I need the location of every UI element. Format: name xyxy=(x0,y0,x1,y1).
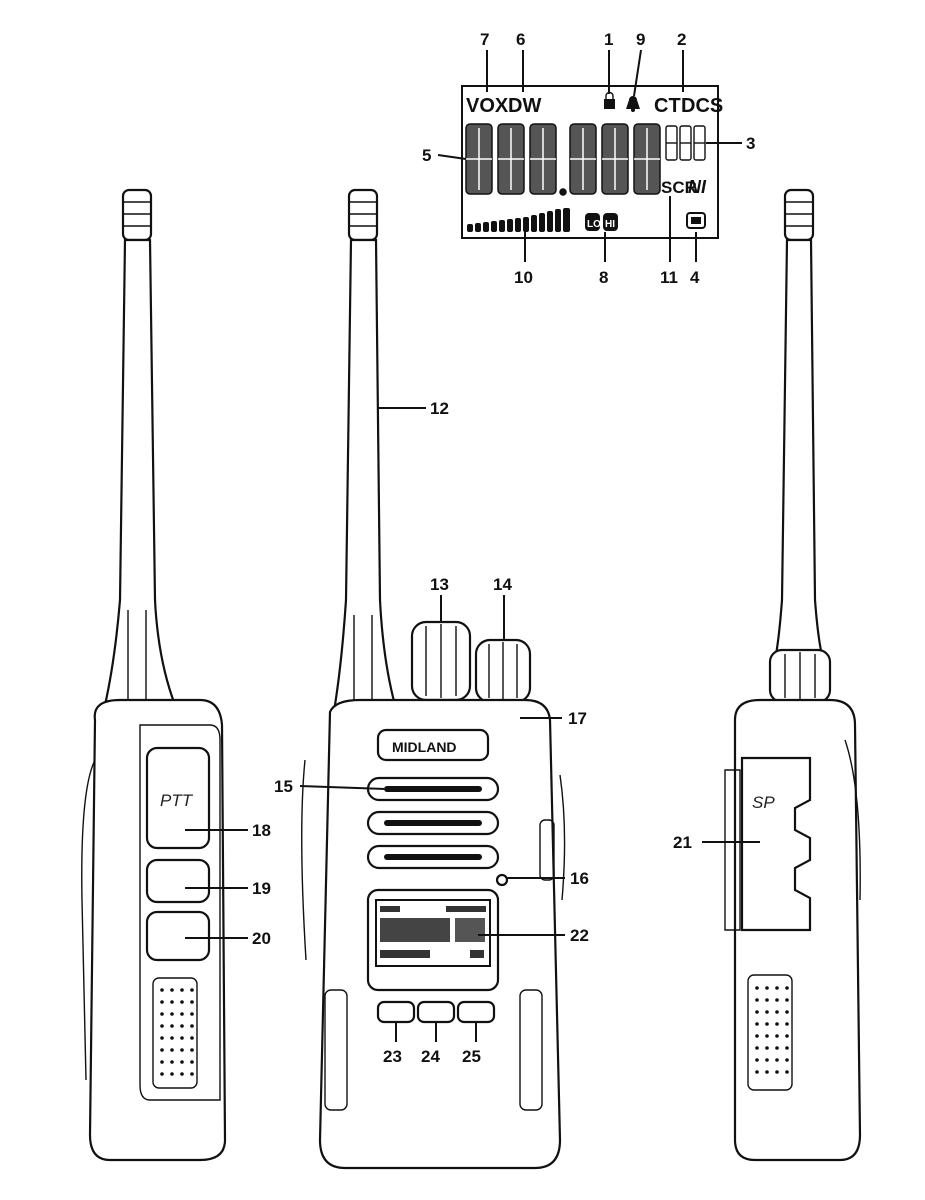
callout-10: 10 xyxy=(514,268,533,287)
lcd-power-level: LO HI xyxy=(585,213,618,231)
svg-text:HI: HI xyxy=(605,219,615,230)
left-speaker-grille xyxy=(160,988,194,1076)
callout-20: 20 xyxy=(252,929,271,948)
callout-15: 15 xyxy=(274,777,293,796)
left-callout-lines xyxy=(185,829,248,939)
brand-logo: MIDLAND xyxy=(392,739,457,755)
front-buttons xyxy=(376,1000,496,1024)
side-button-20 xyxy=(145,910,211,962)
battery-icon xyxy=(686,212,706,229)
lcd-dcs-label: DCS xyxy=(681,95,723,117)
callout-13: 13 xyxy=(430,575,449,594)
lcd-detail: VOX DW CT DCS xyxy=(422,30,755,287)
lcd-dw-label: DW xyxy=(508,95,541,117)
callout-14: 14 xyxy=(493,575,512,594)
front-button-25 xyxy=(456,1000,496,1024)
callout-23: 23 xyxy=(383,1047,402,1066)
lcd-ni-label: NI xyxy=(688,177,707,197)
ptt-button xyxy=(145,746,211,850)
front-lcd xyxy=(375,899,491,967)
front-button-23 xyxy=(376,1000,416,1024)
callout-8: 8 xyxy=(599,268,608,287)
callout-4: 4 xyxy=(690,268,700,287)
brand-plate xyxy=(376,728,490,762)
bell-icon xyxy=(626,96,640,112)
left-antenna xyxy=(103,188,177,707)
front-callout-lines xyxy=(299,407,565,1042)
front-radio-body: MIDLAND xyxy=(301,698,566,1170)
callout-1: 1 xyxy=(604,30,613,49)
callout-2: 2 xyxy=(677,30,686,49)
lcd-callout-lines xyxy=(437,49,742,262)
callout-5: 5 xyxy=(422,146,431,165)
front-view: MIDLAND xyxy=(274,188,589,1170)
front-knobs xyxy=(410,620,532,704)
sp-label: SP xyxy=(752,793,775,812)
right-speaker-grille xyxy=(755,986,789,1074)
callout-7: 7 xyxy=(480,30,489,49)
lcd-scr-label: SCR xyxy=(661,178,697,197)
callout-3: 3 xyxy=(746,134,755,153)
left-radio-body: PTT xyxy=(81,698,227,1162)
right-radio-body: SP xyxy=(724,698,862,1162)
callout-16: 16 xyxy=(570,869,589,888)
callout-17: 17 xyxy=(568,709,587,728)
speaker-slots xyxy=(366,776,500,870)
sp-panel xyxy=(740,756,812,932)
callout-11: 11 xyxy=(660,268,678,287)
callout-22: 22 xyxy=(570,926,589,945)
svg-text:LO: LO xyxy=(587,219,601,230)
callout-21: 21 xyxy=(673,833,692,852)
lcd-vox-label: VOX xyxy=(466,95,509,117)
lcd-segment-lines xyxy=(466,128,660,190)
callout-19: 19 xyxy=(252,879,271,898)
left-side-view: PTT 18 19 20 xyxy=(81,188,271,1162)
callout-6: 6 xyxy=(516,30,525,49)
right-side-view: SP 21 xyxy=(673,188,862,1162)
callout-18: 18 xyxy=(252,821,271,840)
callout-25: 25 xyxy=(462,1047,481,1066)
callout-12: 12 xyxy=(430,399,449,418)
led-indicator xyxy=(495,873,509,887)
lcd-signal-bars xyxy=(467,208,570,232)
right-antenna xyxy=(768,188,832,704)
lcd-channel-digits xyxy=(665,125,706,161)
callout-9: 9 xyxy=(636,30,645,49)
callout-24: 24 xyxy=(421,1047,440,1066)
side-button-19 xyxy=(145,858,211,904)
front-antenna xyxy=(333,188,397,707)
lcd-ct-label: CT xyxy=(654,95,681,117)
front-button-24 xyxy=(416,1000,456,1024)
ptt-label: PTT xyxy=(160,791,194,810)
